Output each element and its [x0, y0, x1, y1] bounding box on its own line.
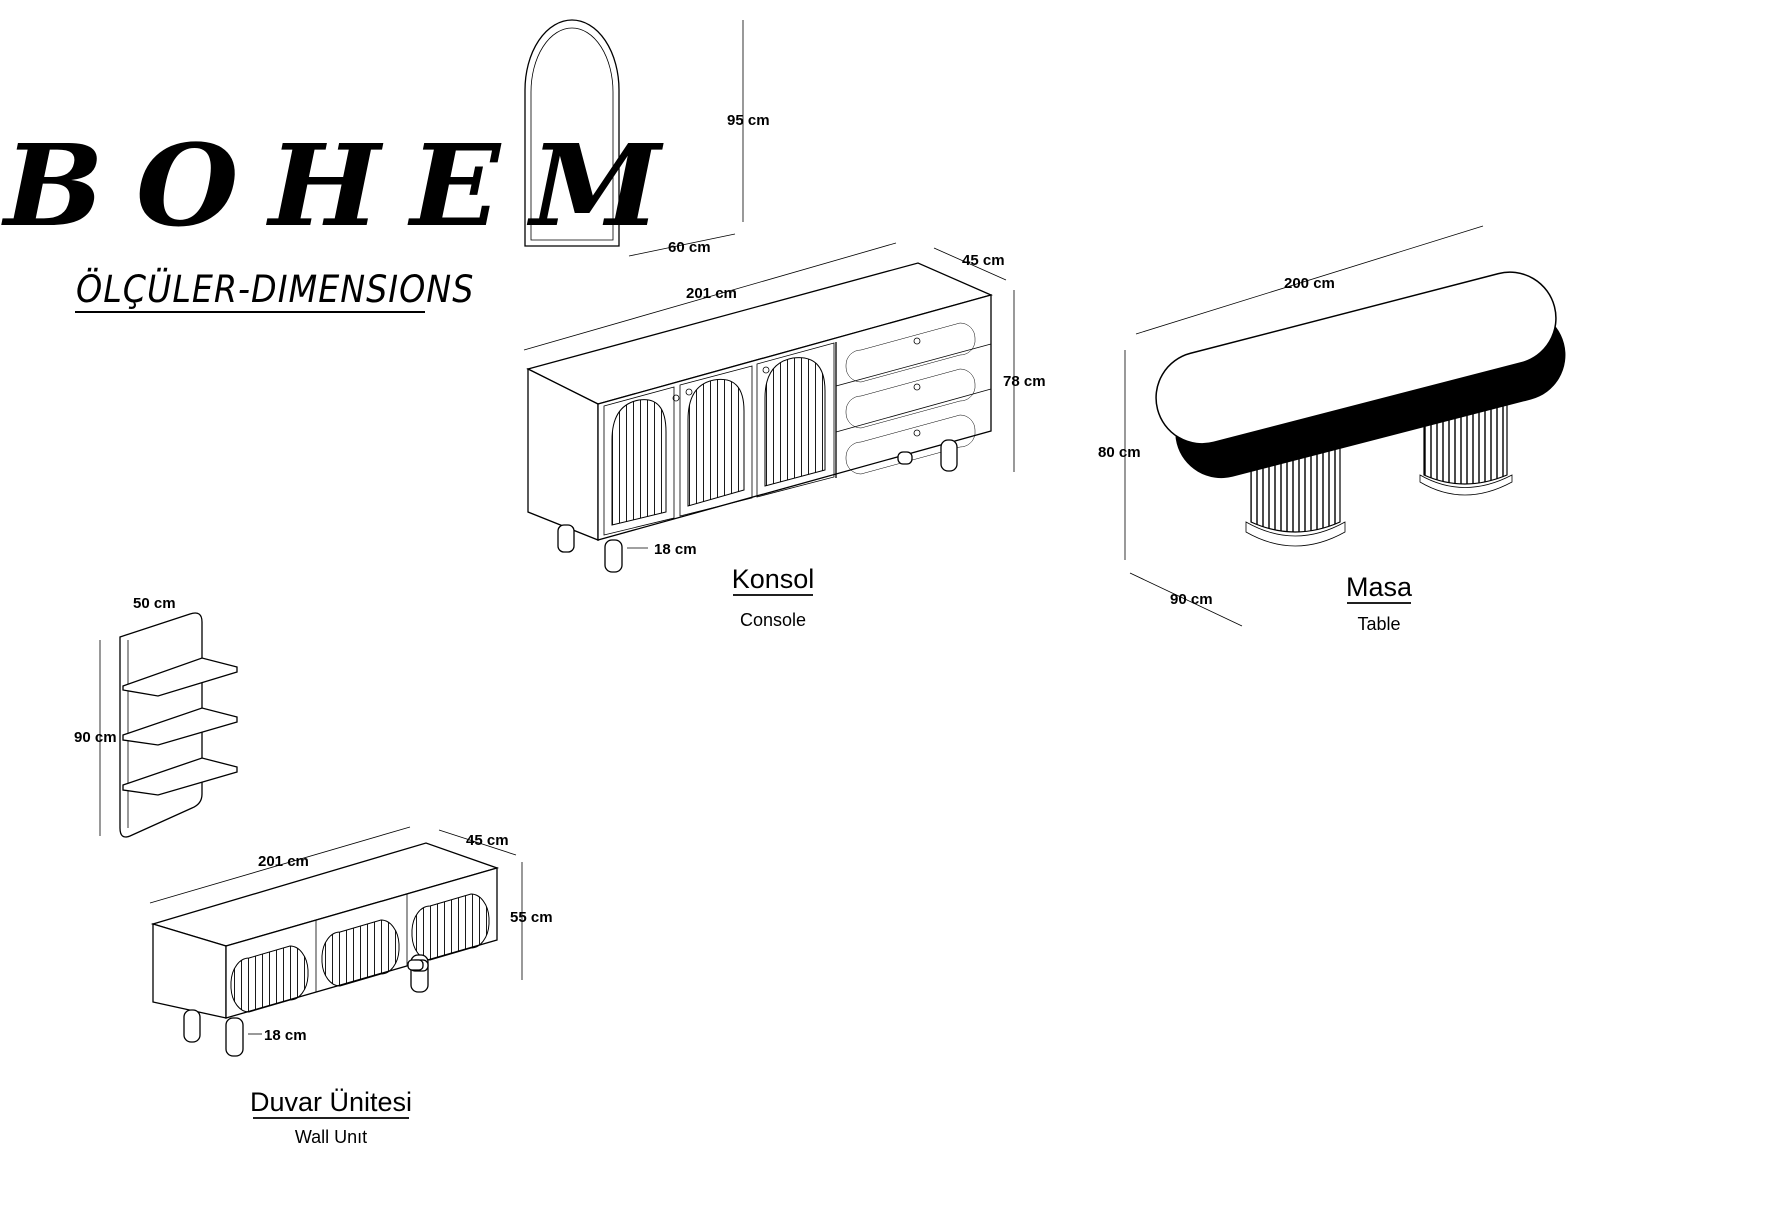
table-width-label: 90 cm: [1170, 591, 1213, 608]
table-caption: Table: [1357, 614, 1400, 634]
mirror-drawing: [524, 19, 744, 257]
shelf-height-label: 90 cm: [74, 729, 117, 746]
wall-unit-depth-label: 45 cm: [466, 832, 509, 849]
console-depth-label: 45 cm: [962, 252, 1005, 269]
console-drawing: [523, 242, 1015, 573]
wall-unit-width-label: 201 cm: [258, 853, 309, 870]
subtitle-underline: [75, 311, 425, 313]
console-caption: Console: [740, 610, 806, 630]
wall-unit-caption: Wall Unıt: [295, 1127, 367, 1147]
table-title: Masa: [1346, 572, 1413, 602]
console-leg-label: 18 cm: [654, 541, 697, 558]
console-title: Konsol: [732, 564, 815, 594]
table-height-label: 80 cm: [1098, 444, 1141, 461]
wall-shelf-drawing: [99, 612, 238, 838]
shelf-width-label: 50 cm: [133, 595, 176, 612]
wall-unit-drawing: [149, 826, 523, 1057]
console-width-label: 201 cm: [686, 285, 737, 302]
brand-subtitle: ÖLÇÜLER-DIMENSIONS: [76, 268, 475, 311]
table-length-label: 200 cm: [1284, 275, 1335, 292]
wall-unit-leg-label: 18 cm: [264, 1027, 307, 1044]
table-drawing: [1124, 225, 1566, 627]
brand-logo: BOHEM: [4, 119, 691, 252]
wall-unit-title: Duvar Ünitesi: [250, 1087, 412, 1117]
mirror-width-label: 60 cm: [668, 239, 711, 256]
console-height-label: 78 cm: [1003, 373, 1046, 390]
mirror-height-label: 95 cm: [727, 112, 770, 129]
wall-unit-height-label: 55 cm: [510, 909, 553, 926]
